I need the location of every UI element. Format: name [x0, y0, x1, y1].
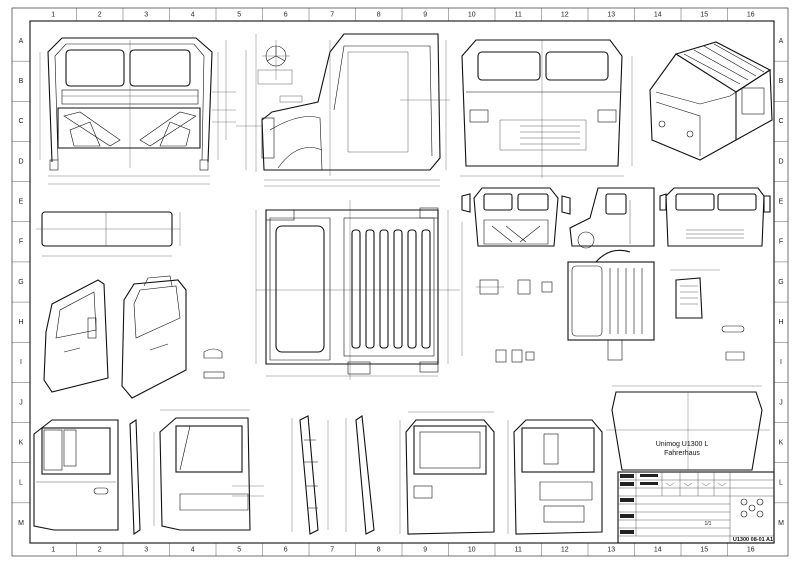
column-label: 12 [561, 546, 569, 553]
roof-panel-flat [36, 211, 181, 257]
column-label: 14 [654, 546, 662, 553]
row-label: G [778, 279, 783, 286]
windscreen-glass [606, 385, 770, 471]
row-label: E [19, 199, 24, 206]
column-label: 15 [700, 546, 708, 553]
column-label: 5 [237, 546, 241, 553]
column-label: 2 [98, 546, 102, 553]
column-label: 8 [377, 11, 381, 18]
front-view-small [659, 187, 771, 247]
row-label: F [779, 239, 783, 246]
column-label: 2 [98, 11, 102, 18]
drawing-title-line1: Unimog U1300 L [656, 441, 709, 448]
row-label: H [18, 319, 23, 326]
row-label: M [18, 520, 24, 527]
door-outer-view-1 [33, 419, 119, 531]
door-inner-view-1 [153, 409, 264, 531]
column-label: 6 [284, 546, 288, 553]
column-label: 7 [330, 11, 334, 18]
column-label: 5 [237, 11, 241, 18]
column-label: 9 [423, 546, 427, 553]
column-label: 11 [515, 546, 522, 553]
column-label: 16 [747, 11, 755, 18]
row-label: I [20, 359, 22, 366]
column-label: 14 [654, 11, 662, 18]
drawing-number: U1300 08-01 A1 [733, 537, 773, 543]
row-label: G [18, 279, 23, 286]
row-label: H [778, 319, 783, 326]
column-label: 16 [747, 546, 755, 553]
isometric-view-cab [649, 41, 773, 161]
row-label: L [19, 480, 23, 487]
outer-frame [11, 7, 789, 557]
column-label: 9 [423, 11, 427, 18]
door-section-view [291, 415, 375, 535]
column-label: 3 [144, 546, 148, 553]
column-label: 3 [144, 11, 148, 18]
row-label: D [778, 158, 783, 165]
detail-parts [203, 269, 745, 379]
column-label: 7 [330, 546, 334, 553]
door-seal-strip-1 [129, 418, 141, 536]
mercedes-star-icon [257, 40, 293, 85]
column-label: 10 [468, 11, 476, 18]
door-left-iso [43, 279, 109, 393]
side-view-cab [236, 33, 450, 187]
row-label: C [778, 118, 783, 125]
column-label: 13 [607, 546, 615, 553]
column-label: 1 [51, 546, 55, 553]
row-label: B [19, 78, 24, 85]
door-right-iso [121, 275, 187, 399]
door-inner-view-2 [507, 419, 603, 535]
drawing-title-line2: Fahrerhaus [664, 450, 700, 457]
row-label: J [779, 399, 783, 406]
rear-view-small [461, 187, 571, 247]
column-label: 15 [700, 11, 708, 18]
front-view-cab [460, 39, 633, 178]
zone-ticks [12, 8, 788, 556]
row-label: F [19, 239, 23, 246]
row-label: K [19, 439, 24, 446]
row-label: C [18, 118, 23, 125]
row-label: D [18, 158, 23, 165]
column-label: 4 [191, 546, 195, 553]
row-label: I [780, 359, 782, 366]
row-label: E [779, 199, 784, 206]
column-label: 10 [468, 546, 476, 553]
top-view-small [567, 249, 655, 361]
row-label: J [19, 399, 23, 406]
door-outer-view-2 [399, 411, 495, 535]
row-label: K [779, 439, 784, 446]
row-labels-left: A B C D E F G H I J K L M [18, 38, 24, 527]
row-label: M [778, 520, 784, 527]
side-view-small [569, 187, 655, 249]
rear-view-cab [39, 37, 236, 185]
column-label: 11 [515, 11, 522, 18]
row-label: B [779, 78, 784, 85]
row-label: L [779, 480, 783, 487]
sheet-index: 1/1 [705, 521, 712, 527]
column-label: 13 [607, 11, 615, 18]
row-label: A [19, 38, 24, 45]
row-labels-right: A B C D E F G H I J K L M [778, 38, 784, 527]
column-label: 4 [191, 11, 195, 18]
title-block [617, 471, 775, 544]
column-label: 12 [561, 11, 569, 18]
column-label: 6 [284, 11, 288, 18]
row-label: A [779, 38, 784, 45]
column-label: 8 [377, 546, 381, 553]
top-view-cab [255, 200, 463, 380]
column-label: 1 [51, 11, 55, 18]
